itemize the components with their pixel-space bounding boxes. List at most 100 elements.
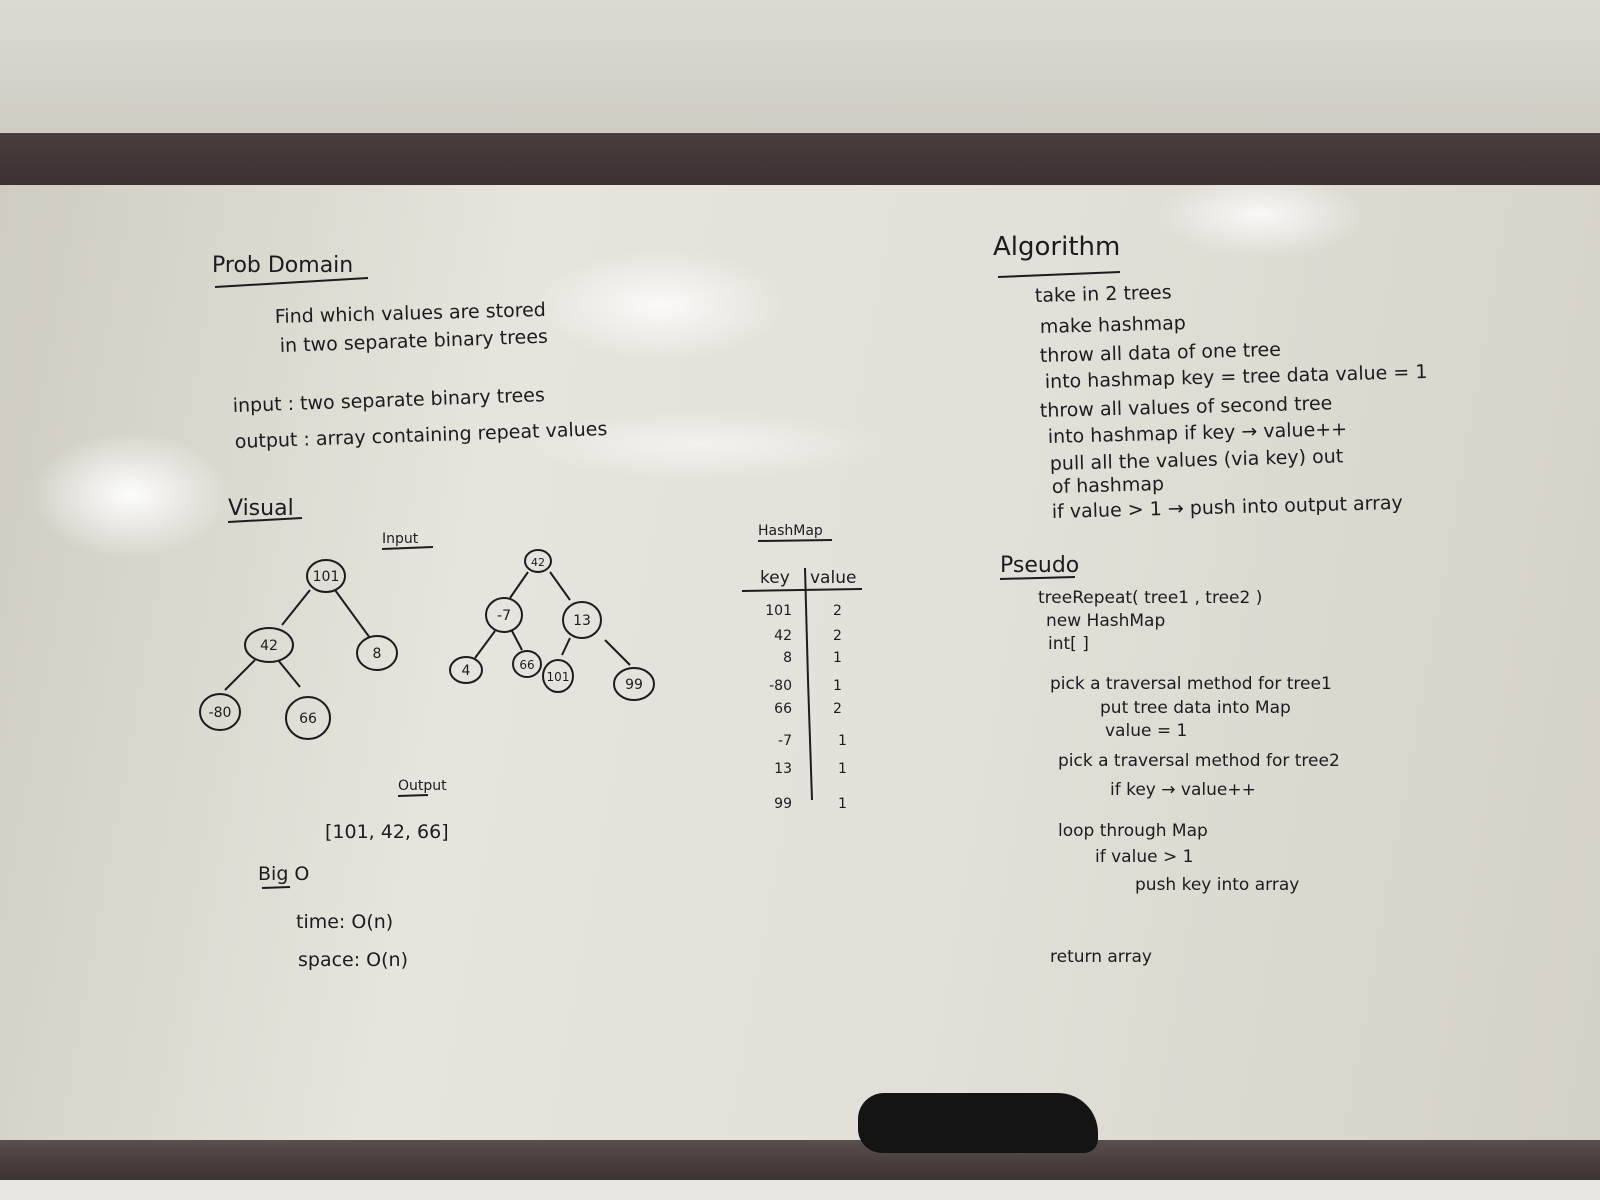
- tree-1: 101 42 8 -80 66: [199, 559, 398, 740]
- time-complexity: time: O(n): [296, 911, 393, 933]
- hashmap-key: 66: [774, 701, 792, 717]
- key-header: key: [760, 568, 790, 588]
- prob-domain-heading: Prob Domain: [212, 253, 353, 278]
- hashmap-key: 8: [783, 650, 792, 666]
- algorithm-step: pull all the values (via key) out: [1050, 445, 1344, 475]
- tree-node: [512, 650, 542, 678]
- hashmap-value: 1: [833, 678, 842, 694]
- hashmap-key: -80: [769, 678, 792, 694]
- hashmap-key: -7: [778, 733, 792, 749]
- algorithm-underline: [997, 271, 1121, 278]
- node-label: 66: [519, 658, 534, 672]
- node-label: -80: [209, 705, 232, 721]
- floor: [0, 1180, 1600, 1200]
- tree-node: [356, 635, 398, 671]
- algorithm-step: of hashmap: [1052, 473, 1165, 498]
- hashmap-key: 42: [774, 628, 792, 644]
- pseudo-line: put tree data into Map: [1100, 698, 1291, 718]
- hashmap-value: 2: [833, 603, 842, 619]
- algorithm-step: make hashmap: [1040, 312, 1187, 338]
- tree-node: [613, 667, 655, 701]
- input-label-underline: [381, 546, 434, 550]
- node-label: 101: [313, 569, 340, 585]
- output-label: Output: [398, 778, 447, 794]
- pseudo-line: push key into array: [1135, 875, 1299, 895]
- hashmap-key: 13: [774, 761, 792, 777]
- wall: [0, 0, 1600, 135]
- pseudo-line: if key → value++: [1110, 780, 1256, 800]
- hashmap-value: 2: [833, 701, 842, 717]
- input-description: input : two separate binary trees: [232, 384, 545, 417]
- bigo-label: Big O: [258, 863, 309, 885]
- algorithm-step: into hashmap if key → value++: [1048, 418, 1348, 448]
- node-label: 4: [462, 663, 471, 679]
- node-label: 13: [573, 613, 591, 629]
- hashmap-rows: 101 2 42 2 8 1 -80 1 66 2 -7 1 13 1 99 1: [765, 603, 847, 812]
- tree-node: [524, 549, 552, 573]
- output-label-underline: [397, 794, 429, 797]
- tree-node: [542, 659, 574, 693]
- algorithm-step: throw all data of one tree: [1040, 339, 1282, 367]
- table-header-line: [741, 588, 863, 592]
- algorithm-step: take in 2 trees: [1035, 281, 1172, 307]
- hashmap-value: 1: [838, 733, 847, 749]
- visual-underline: [227, 517, 303, 523]
- node-label: -7: [497, 608, 511, 624]
- value-header: value: [810, 568, 856, 588]
- hashmap-title-underline: [757, 539, 833, 542]
- desc-line-2: in two separate binary trees: [279, 326, 548, 357]
- tree-node: [285, 696, 331, 740]
- tree-node: [244, 627, 294, 663]
- pseudo-line: pick a traversal method for tree1: [1050, 674, 1332, 694]
- marker-tray: [0, 1140, 1600, 1180]
- node-label: 101: [547, 670, 570, 684]
- table-divider: [804, 567, 813, 801]
- tree-node: [449, 656, 483, 684]
- pseudo-line: loop through Map: [1058, 821, 1208, 841]
- pseudo-code-lines: treeRepeat( tree1 , tree2 ) new HashMap in…: [1038, 588, 1340, 967]
- hashmap-title: HashMap: [758, 523, 823, 539]
- tree-2: 42 -7 13 4 66 101 99: [449, 549, 655, 701]
- output-value: [101, 42, 66]: [325, 821, 449, 843]
- heading-underline: [214, 277, 369, 288]
- visual-label: Visual: [228, 496, 294, 521]
- algorithm-section: Algorithm take in 2 trees make hashmapthr…: [993, 232, 1428, 523]
- pseudo-line: int[ ]: [1048, 634, 1089, 654]
- node-label: 42: [260, 638, 278, 654]
- hashmap-value: 1: [838, 761, 847, 777]
- pseudo-line: return array: [1050, 947, 1152, 967]
- whiteboard-frame-top: [0, 133, 1600, 185]
- node-label: 42: [531, 556, 545, 569]
- pseudo-line: new HashMap: [1046, 611, 1165, 631]
- pseudo-line: if value > 1: [1095, 847, 1193, 867]
- node-label: 66: [299, 711, 317, 727]
- hashmap-value: 2: [833, 628, 842, 644]
- tree-node: [199, 693, 241, 731]
- desc-line-1: Find which values are stored: [275, 299, 547, 328]
- output-description: output : array containing repeat values: [234, 418, 607, 453]
- eraser: [858, 1093, 1098, 1153]
- tree-node: [562, 601, 602, 639]
- tree-node: [306, 559, 346, 593]
- algorithm-step: into hashmap key = tree data value = 1: [1045, 361, 1428, 393]
- tree-node: [485, 597, 523, 633]
- pseudo-line: value = 1: [1105, 721, 1187, 741]
- hashmap-key: 99: [774, 796, 792, 812]
- hashmap-value: 1: [833, 650, 842, 666]
- pseudo-line: treeRepeat( tree1 , tree2 ): [1038, 588, 1262, 608]
- output-and-bigo: Output [101, 42, 66] Big O time: O(n) sp…: [258, 778, 449, 971]
- pseudo-line: pick a traversal method for tree2: [1058, 751, 1340, 771]
- problem-domain-section: Prob Domain Find which values are stored…: [212, 253, 608, 550]
- input-label: Input: [382, 531, 419, 547]
- pseudo-heading: Pseudo: [1000, 553, 1079, 578]
- hashmap-key: 101: [765, 603, 792, 619]
- algorithm-heading: Algorithm: [993, 232, 1120, 262]
- space-complexity: space: O(n): [298, 949, 408, 971]
- bigo-underline: [261, 886, 291, 889]
- hashmap-value: 1: [838, 796, 847, 812]
- pseudo-underline: [999, 576, 1076, 580]
- node-label: 99: [625, 677, 643, 693]
